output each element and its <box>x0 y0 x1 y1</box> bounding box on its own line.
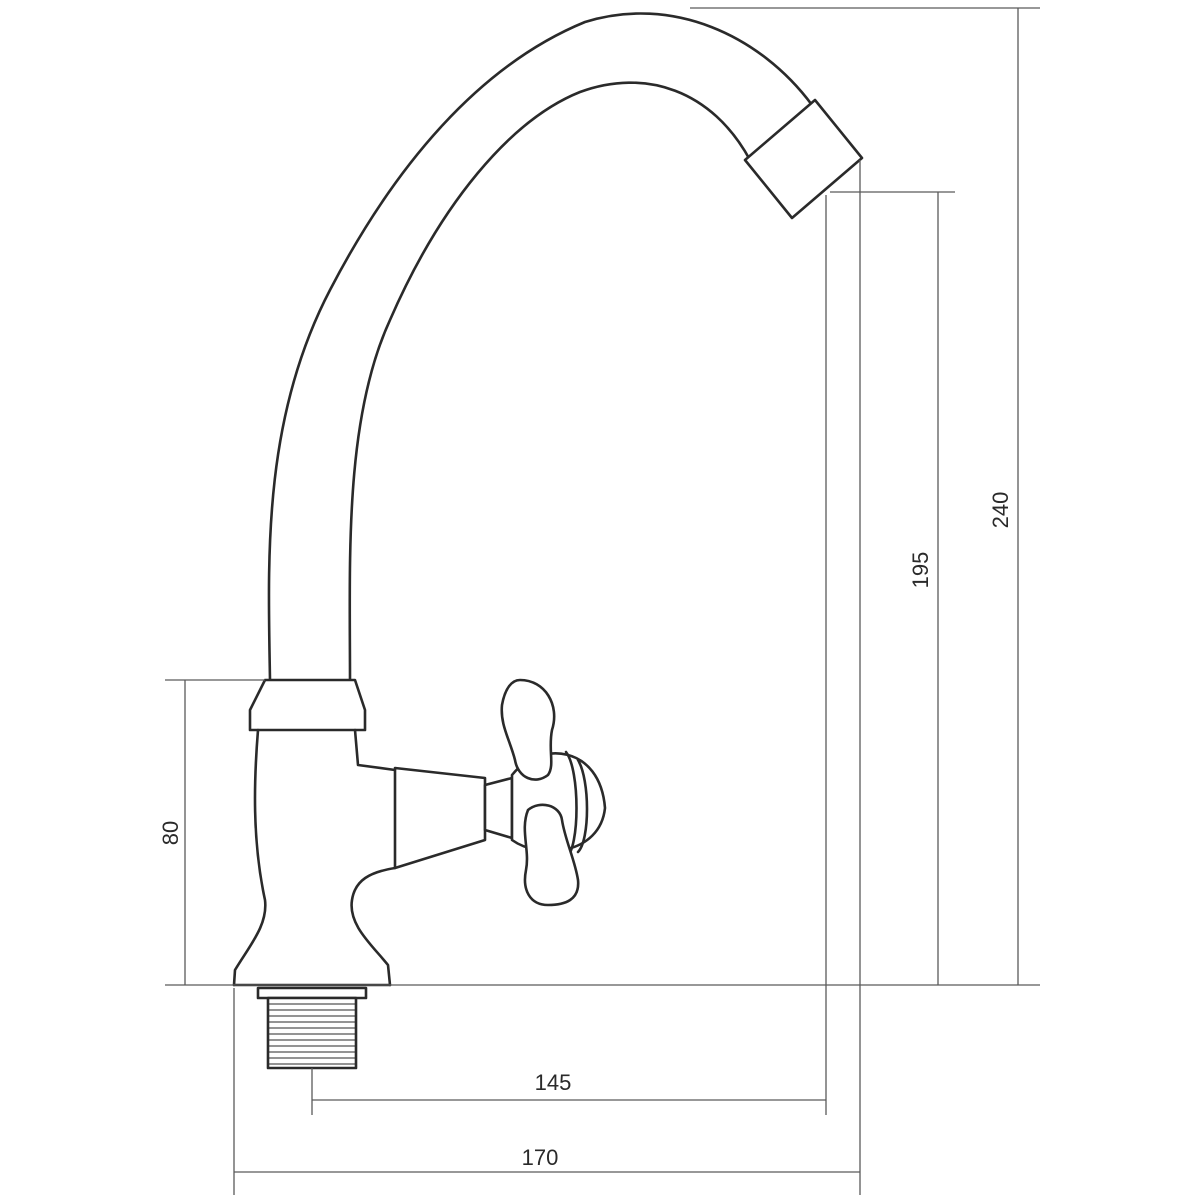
label-spout-reach: 145 <box>535 1070 572 1095</box>
label-overall-height: 240 <box>988 492 1013 529</box>
threaded-shank <box>256 986 368 1070</box>
valve-stem <box>483 776 514 840</box>
shank-flange <box>256 986 368 1000</box>
handle-arm-lower <box>523 803 580 907</box>
dimension-lines <box>165 7 1040 1195</box>
body-left-edge <box>232 728 267 987</box>
spout-inner-edge <box>348 81 752 682</box>
spout <box>267 12 864 682</box>
collar-nut <box>248 678 367 732</box>
body-right-edge <box>350 728 397 987</box>
valve-bonnet <box>393 766 487 870</box>
faucet-body <box>232 678 397 987</box>
handle-arm-upper <box>500 678 556 781</box>
spout-outer-edge <box>267 12 814 682</box>
label-body-height: 80 <box>158 821 183 845</box>
dimension-labels: 240 195 80 145 170 <box>158 492 1013 1170</box>
label-spout-height: 195 <box>908 552 933 589</box>
valve-assembly <box>393 678 607 907</box>
shank-threads <box>268 1003 356 1065</box>
aerator-nozzle <box>743 98 864 220</box>
label-overall-width: 170 <box>522 1145 559 1170</box>
handle-hub-ring-inner <box>576 758 589 854</box>
